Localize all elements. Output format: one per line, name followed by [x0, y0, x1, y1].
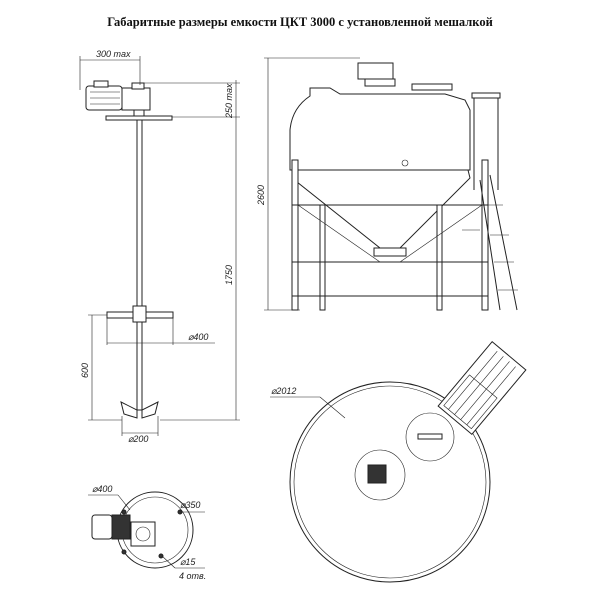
dim-impeller-height-label: 600 — [80, 363, 90, 378]
gearbox — [121, 87, 151, 111]
frame-leg — [291, 159, 299, 311]
hatch-circle — [405, 412, 455, 462]
tank-top-circle — [289, 381, 491, 583]
tank-motor — [357, 62, 394, 80]
tank-hatch — [411, 83, 453, 91]
drawing-title: Габаритные размеры емкости ЦКТ 3000 с ус… — [107, 15, 493, 29]
tank-top-view: ⌀2012 — [270, 340, 527, 583]
dim-bolt-circle-label: ⌀350 — [180, 500, 200, 510]
top-motor — [367, 464, 387, 484]
dim-hole-count-label: 4 отв. — [179, 571, 206, 581]
dim-turbine-diameter-label: ⌀200 — [128, 434, 148, 444]
gearbox-square — [130, 521, 156, 547]
dim-hole-diameter-label: ⌀15 — [180, 557, 196, 567]
mounting-flange — [105, 115, 173, 121]
tank-cone — [291, 169, 471, 249]
dim-flange-diameter-label: ⌀400 — [92, 484, 112, 494]
motor-terminal-box — [93, 80, 109, 88]
dim-motor-height-label: 250 max — [224, 83, 234, 119]
dim-impeller-diameter-label: ⌀400 — [188, 332, 208, 342]
agitator-side-view: 300 max 250 max 1750 600 ⌀400 ⌀200 — [79, 49, 240, 444]
turbine-blades — [120, 401, 159, 419]
ladder — [462, 92, 518, 311]
dim-total-height-label: 2600 — [256, 185, 266, 206]
tank-side-view: 2600 — [256, 57, 518, 311]
agitator-shaft — [136, 119, 143, 411]
tank-body — [289, 87, 471, 171]
dim-tank-diameter-label: ⌀2012 — [271, 386, 296, 396]
dim-width-label: 300 max — [96, 49, 131, 59]
dim-shaft-length-label: 1750 — [224, 265, 234, 285]
agitator-top-view: ⌀400 ⌀350 ⌀15 4 отв. — [88, 484, 206, 581]
top-ladder — [437, 340, 527, 436]
